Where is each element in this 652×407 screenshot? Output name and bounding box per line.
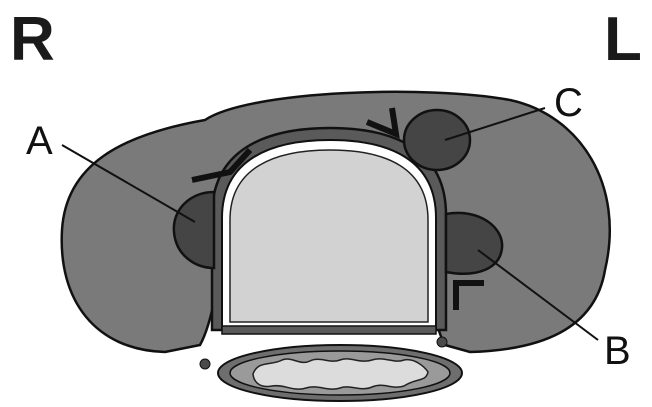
vertebral-body-base [222,326,436,334]
orientation-left-label: L [604,5,642,74]
orientation-right-label: R [10,5,55,74]
label-b: B [604,329,631,373]
node-c [404,110,470,170]
vertebral-body-inner [230,150,428,322]
canal-inner-lumen [253,359,428,389]
dot-right [200,359,210,369]
label-c: C [554,81,583,125]
label-a: A [26,119,53,163]
dot-left [437,337,447,347]
